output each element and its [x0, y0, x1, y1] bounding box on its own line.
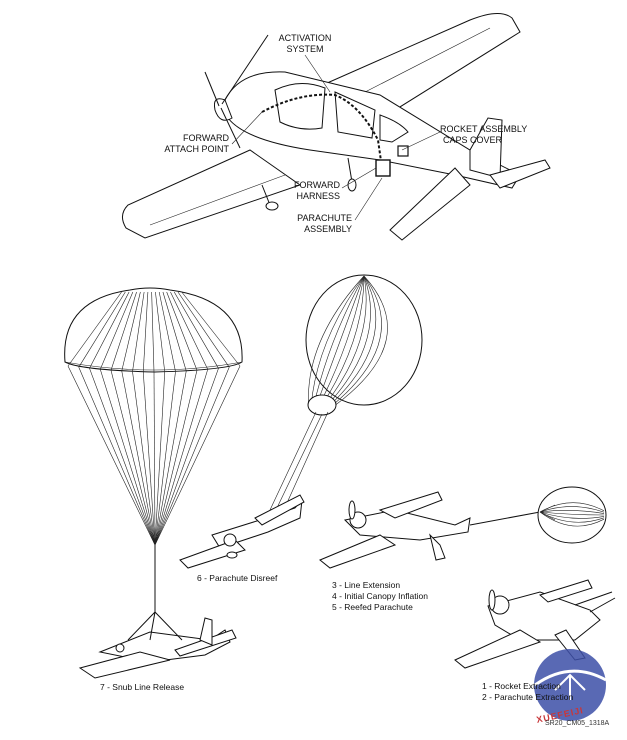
- callout-caps-cover-line2: CAPS COVER: [443, 135, 503, 145]
- callout-forward-attach-line2: ATTACH POINT: [164, 144, 229, 154]
- aircraft-cutaway: [122, 13, 551, 241]
- callout-parachute-assembly-line2: ASSEMBLY: [304, 224, 352, 234]
- step-4-label: 4 - Initial Canopy Inflation: [332, 591, 428, 601]
- step-5-label: 5 - Reefed Parachute: [332, 602, 413, 612]
- step-6-label: 6 - Parachute Disreef: [197, 573, 278, 583]
- callout-activation-system-line1: ACTIVATION: [279, 33, 332, 43]
- step-1-label: 1 - Rocket Extraction: [482, 681, 561, 691]
- callout-forward-attach-line1: FORWARD: [183, 133, 229, 143]
- aircraft-step345: [319, 491, 541, 569]
- step-2-label: 2 - Parachute Extraction: [482, 692, 573, 702]
- watermark-logo: [534, 649, 607, 721]
- callout-rocket-assembly-line1: ROCKET ASSEMBLY: [440, 124, 527, 134]
- figure-reference: SR20_CM05_1318A: [545, 720, 610, 727]
- step-3-label: 3 - Line Extension: [332, 580, 400, 590]
- callout-parachute-assembly-line1: PARACHUTE: [297, 213, 352, 223]
- aircraft-step7: [78, 611, 237, 679]
- step-7-label: 7 - Snub Line Release: [100, 682, 184, 692]
- disreef-parachute: [269, 274, 423, 515]
- aircraft-step12: [454, 579, 616, 669]
- reefed-parachute: [537, 486, 607, 544]
- callout-leaders: [231, 54, 441, 221]
- callout-forward-harness-line1: FORWARD: [294, 180, 340, 190]
- callout-forward-harness-line2: HARNESS: [296, 191, 340, 201]
- aircraft-step6: [179, 494, 305, 569]
- callout-activation-system-line2: SYSTEM: [286, 44, 323, 54]
- full-canopy-parachute: [64, 287, 243, 612]
